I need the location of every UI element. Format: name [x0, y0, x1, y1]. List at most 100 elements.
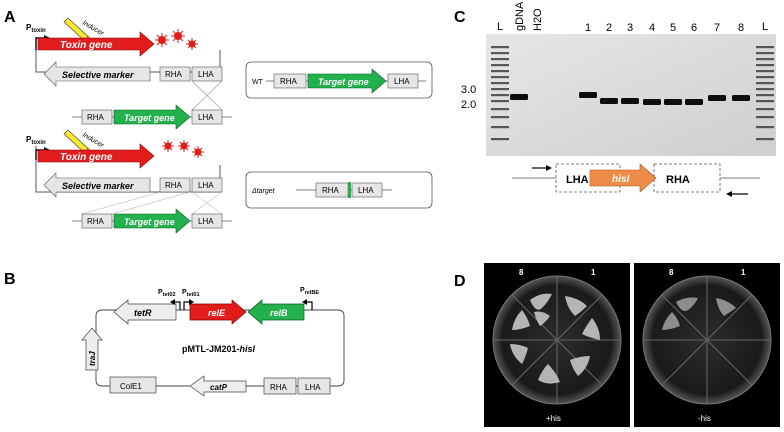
ladder-band-0-2: [491, 58, 509, 61]
ladder-band-1-10: [756, 108, 774, 111]
delta-label: Δtarget: [251, 188, 276, 195]
target-gene-label-bottom: Target gene: [124, 217, 175, 227]
sample-band-2: [600, 98, 618, 104]
ladder-band-0-6: [491, 82, 509, 85]
ladder-band-1-2: [756, 58, 774, 61]
ladder-band-0-0: [491, 46, 509, 49]
wt-target-arrow: [307, 68, 387, 94]
hisI-arrow: [589, 163, 657, 193]
target-gene-arrow-bottom: [113, 208, 191, 234]
lha-label-top: LHA: [198, 70, 214, 79]
target-gene-arrow-top: [113, 104, 191, 130]
sample-band-4: [643, 99, 661, 105]
ladder-band-1-0: [756, 46, 774, 49]
colE1-label: ColE1: [120, 382, 142, 391]
primer-reverse-head: [726, 191, 732, 197]
p-tet01-arrow: [183, 301, 190, 310]
plate-right-condition: -his: [698, 414, 711, 423]
lha-box-chrom-2: [191, 213, 223, 229]
p-tet02-label: Ptet02: [158, 289, 176, 298]
sample-band-6: [685, 99, 703, 105]
p-tet01-head: [189, 299, 194, 305]
selective-marker-arrow: [43, 61, 151, 87]
colE1-box: [109, 376, 157, 394]
ladder-band-0-9: [491, 100, 509, 103]
b-rha-label: RHA: [270, 383, 288, 392]
panel-d-label: D: [454, 273, 466, 290]
ladder-band-0-10: [491, 108, 509, 111]
lha-label-chrom-2: LHA: [198, 217, 214, 226]
relB-arrow: [247, 299, 305, 325]
traJ-label: traJ: [88, 351, 97, 366]
delta-scar: [348, 182, 351, 198]
rha-label-chrom: RHA: [87, 113, 105, 122]
ladder-band-1-8: [756, 94, 774, 97]
construct-bottom: Ptoxin Inducer Toxin gene Selective mark…: [26, 129, 232, 234]
ladder-band-1-3: [756, 64, 774, 67]
delta-rha-label: RHA: [322, 186, 340, 195]
sample-band-5: [664, 99, 682, 105]
rha-box-chrom-2: [81, 213, 113, 229]
ladder-band-1-5: [756, 76, 774, 79]
selective-marker-label: Selective marker: [62, 70, 134, 80]
construct-top: Ptoxin Inducer Toxin gene Selective mark…: [26, 17, 232, 130]
toxin-star-rays: [155, 29, 198, 50]
lha-box-bottom: [191, 177, 223, 193]
ladder-band-0-4: [491, 70, 509, 73]
sample-band-1: [579, 92, 597, 98]
wt-rha-label: RHA: [280, 77, 298, 86]
target-gene-label-top: Target gene: [124, 113, 175, 123]
ladder-band-1-11: [756, 116, 774, 119]
b-rha-box: [263, 377, 297, 395]
p-toxin-label-2: Ptoxin: [26, 135, 46, 146]
relE-label: relE: [208, 308, 226, 318]
crossover-bottom: [81, 191, 223, 215]
plasmid-name: pMTL-JM201-hisI: [182, 344, 256, 354]
wt-lha-label: LHA: [394, 77, 410, 86]
rha-box-top: [159, 66, 191, 82]
toxin-gene-arrow: [37, 31, 155, 57]
lha-label-bottom: LHA: [198, 181, 214, 190]
c-rha-label: RHA: [666, 174, 690, 186]
panel-c-label: C: [454, 9, 466, 26]
panel-b: B tetR relE relB Ptet02 Ptet01 PrelBE tr…: [4, 271, 345, 397]
catP-label: catP: [210, 383, 228, 392]
traJ-arrow: [81, 327, 103, 371]
panel-a: A Ptoxin Inducer Toxin gene: [4, 9, 433, 234]
selective-marker-label-2: Selective marker: [62, 181, 134, 191]
ladder-band-0-7: [491, 88, 509, 91]
p-toxin-label: Ptoxin: [26, 23, 46, 34]
lane-label-3: 1: [585, 22, 591, 34]
delta-lha-label: LHA: [358, 186, 374, 195]
plate-right-8: 8: [669, 268, 674, 277]
plate-left-colonies: [510, 293, 600, 384]
ladder-band-1-12: [756, 126, 774, 129]
ladder-band-0-11: [491, 116, 509, 119]
gel-bands: [491, 46, 774, 141]
panel-d: D 8 1 +his: [454, 263, 780, 427]
lane-label-5: 3: [627, 22, 633, 34]
p-tet02-arrow: [174, 301, 181, 310]
p-tet02-head: [170, 299, 175, 305]
plasmid-outline: [95, 309, 345, 387]
lane-label-7: 5: [670, 22, 676, 34]
plate-left-1: 1: [591, 268, 596, 277]
plate-right-1: 1: [741, 268, 746, 277]
ladder-band-0-1: [491, 52, 509, 55]
wt-box: WT RHA Target gene LHA: [245, 61, 433, 99]
ladder-band-1-13: [756, 138, 774, 141]
marker-2: 2.0: [461, 99, 476, 111]
p-relbe-arrow: [306, 301, 313, 310]
wt-lha: [387, 73, 419, 89]
tetR-label: tetR: [134, 308, 152, 318]
sample-band-7: [708, 95, 726, 101]
ladder-band-0-3: [491, 64, 509, 67]
rha-label-bottom: RHA: [165, 181, 183, 190]
ladder-band-1-1: [756, 52, 774, 55]
b-lha-box: [297, 377, 331, 395]
lane-label-11: L: [762, 21, 768, 33]
ladder-band-1-6: [756, 82, 774, 85]
ladder-band-1-7: [756, 88, 774, 91]
